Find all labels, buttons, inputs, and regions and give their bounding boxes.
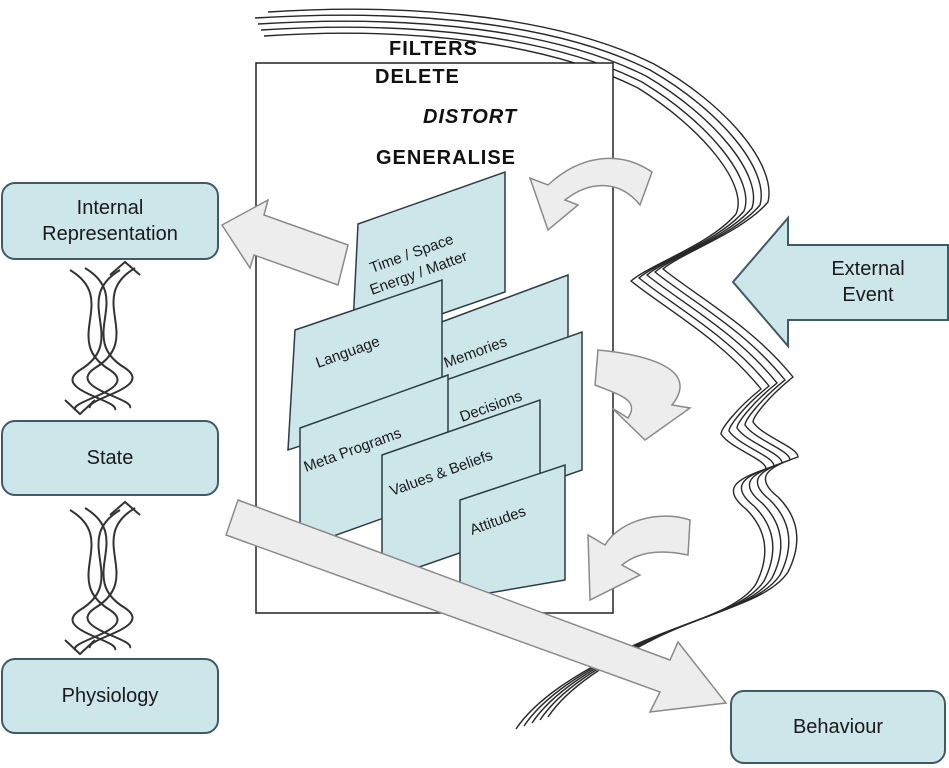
internal-representation-label: Internal Representation <box>42 197 178 245</box>
braid-upper <box>64 260 141 416</box>
external-event-arrow <box>731 215 949 349</box>
card-attitudes <box>459 463 566 599</box>
curved-arrow-top <box>528 157 653 232</box>
head-silhouette <box>254 8 799 730</box>
filters-generalise: GENERALISE <box>376 147 517 169</box>
behaviour-box: Behaviour <box>730 690 946 764</box>
curved-arrow-bottom <box>587 515 691 602</box>
external-event-label-area: External Event <box>790 247 946 317</box>
state-box: State <box>1 420 219 496</box>
braid-lower <box>64 500 141 656</box>
external-event-label: External Event <box>831 258 905 306</box>
state-label: State <box>86 447 134 469</box>
behaviour-label: Behaviour <box>792 716 884 738</box>
internal-representation-box: Internal Representation <box>1 182 219 260</box>
filters-delete: DELETE <box>375 66 460 88</box>
filters-distort: DISTORT <box>423 106 518 128</box>
arrow-to-behaviour <box>225 499 728 713</box>
filters-title: FILTERS <box>389 38 478 60</box>
curved-arrow-middle <box>594 349 692 441</box>
arrow-to-internal-representation <box>220 198 349 286</box>
physiology-box: Physiology <box>1 658 219 734</box>
physiology-label: Physiology <box>61 685 159 707</box>
filter-cards <box>287 170 583 599</box>
